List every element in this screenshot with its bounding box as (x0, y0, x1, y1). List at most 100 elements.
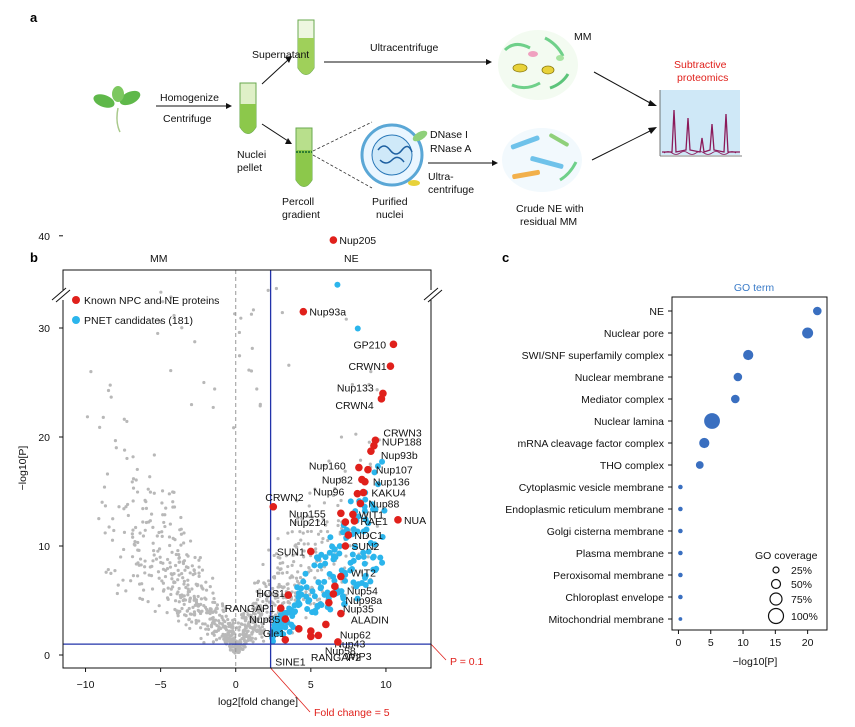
background-point (255, 387, 259, 391)
background-point (134, 478, 138, 482)
background-point (306, 514, 310, 518)
background-point (215, 606, 219, 610)
pnet-point (315, 579, 322, 586)
background-point (336, 523, 340, 528)
background-point (101, 415, 105, 420)
background-point (280, 310, 284, 315)
background-point (122, 547, 126, 552)
background-point (157, 576, 161, 580)
background-point (126, 502, 130, 507)
background-point (148, 490, 153, 494)
pnet-point (360, 549, 367, 556)
background-point (136, 540, 140, 545)
go-title: GO term (734, 282, 775, 294)
background-point (189, 402, 194, 407)
background-point (336, 503, 340, 508)
pnet-point (370, 506, 377, 513)
background-point (112, 528, 116, 533)
pnet-point (362, 516, 369, 523)
background-point (238, 625, 242, 629)
background-point (125, 456, 129, 461)
background-point (176, 619, 181, 623)
background-point (172, 572, 176, 576)
pnet-point (347, 498, 354, 505)
nuclei-pellet-label-1: Nuclei (237, 149, 266, 161)
go-term-label: Nuclear pore (604, 328, 664, 340)
go-legend-label-50: 50% (791, 579, 812, 591)
background-point (222, 637, 226, 641)
crude-ne-icon (502, 128, 582, 192)
protein-label: Nup93b (381, 450, 418, 462)
background-point (203, 596, 207, 600)
background-point (261, 631, 265, 635)
background-point (171, 490, 175, 494)
background-point (163, 524, 167, 529)
background-point (286, 600, 290, 605)
background-point (156, 331, 160, 336)
background-point (320, 540, 324, 544)
background-point (205, 611, 210, 615)
background-point (183, 568, 187, 572)
background-point (157, 530, 161, 535)
background-point (165, 567, 170, 571)
background-point (260, 625, 265, 629)
background-point (302, 555, 306, 559)
background-point (85, 415, 90, 419)
background-point (116, 583, 120, 587)
background-point (228, 648, 233, 652)
protein-label: Nup136 (373, 477, 410, 489)
background-point (113, 569, 117, 573)
go-term-dot (743, 349, 754, 361)
background-point (119, 555, 123, 559)
pnet-point (355, 581, 362, 588)
background-point (358, 458, 363, 462)
pnet-point (361, 507, 368, 514)
background-point (258, 631, 262, 636)
protein-label: RANGAP2 (311, 652, 361, 664)
background-point (152, 491, 156, 495)
protein-label: Nup62 (340, 629, 371, 641)
go-legend-label-25: 25% (791, 565, 812, 577)
background-point (141, 588, 146, 592)
background-point (180, 326, 184, 330)
background-point (156, 549, 160, 553)
legend-pnet-label: PNET candidates (181) (84, 315, 193, 327)
pnet-point (332, 554, 339, 561)
pnet-point (355, 513, 362, 520)
background-point (110, 538, 115, 542)
pnet-point (334, 281, 341, 288)
background-point (263, 618, 267, 622)
known-protein-point (353, 489, 362, 498)
background-point (173, 599, 178, 603)
protein-label: WIP3 (346, 651, 372, 663)
background-point (97, 517, 101, 521)
background-point (201, 622, 205, 626)
pnet-point (338, 588, 345, 595)
background-point (238, 632, 242, 637)
subtractive-label-1: Subtractive (674, 59, 727, 71)
volcano-y-axis-label: −log10[P] (17, 446, 29, 491)
background-point (225, 636, 229, 640)
background-point (188, 539, 193, 543)
background-point (100, 500, 104, 504)
background-point (187, 606, 191, 611)
background-point (236, 640, 240, 644)
background-point (144, 500, 148, 504)
background-point (298, 530, 302, 534)
background-point (293, 520, 297, 524)
background-point (197, 565, 201, 569)
known-protein-point (276, 604, 285, 612)
background-point (253, 612, 257, 616)
background-point (160, 530, 164, 534)
background-point (162, 588, 166, 592)
background-point (250, 636, 254, 640)
pnet-point (341, 601, 348, 608)
background-point (281, 561, 285, 565)
background-point (161, 300, 165, 304)
background-point (321, 517, 325, 521)
background-point (186, 583, 190, 587)
background-point (190, 564, 194, 568)
pnet-point (362, 582, 369, 589)
background-point (247, 634, 251, 638)
